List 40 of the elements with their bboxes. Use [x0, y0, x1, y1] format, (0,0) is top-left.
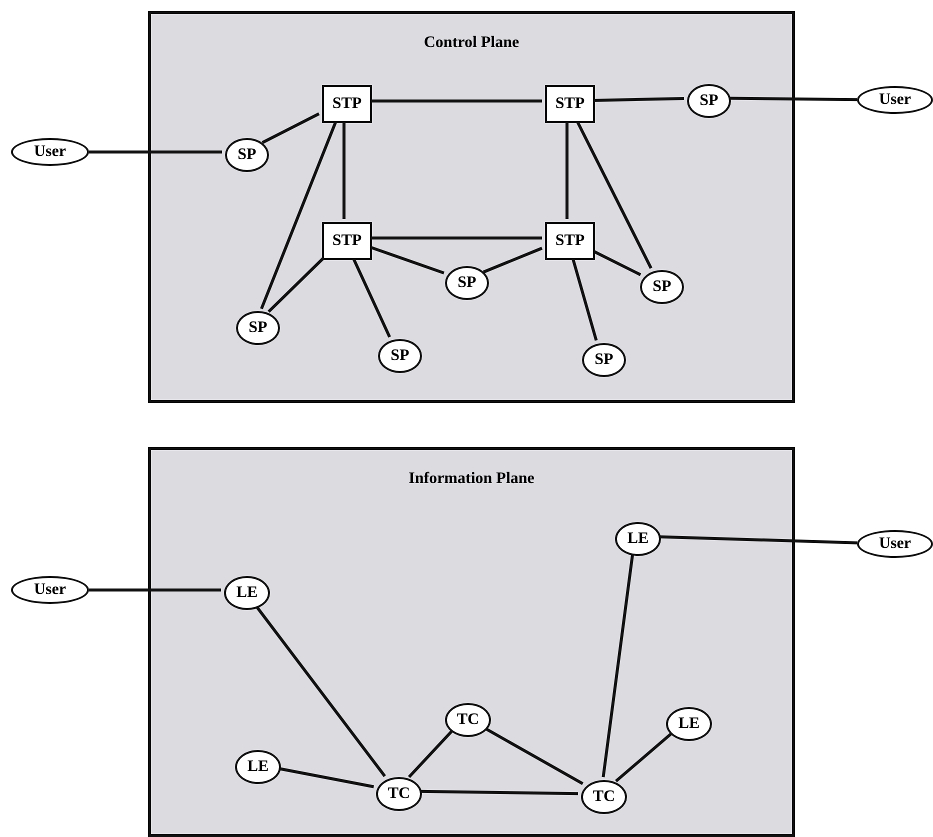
plane-heading: Control Plane	[424, 34, 520, 51]
node-ellipse: TC	[445, 703, 491, 737]
node-ellipse: SP	[445, 266, 489, 300]
node-ellipse: SP	[236, 311, 280, 345]
connector-line	[728, 96, 858, 102]
node-ellipse: LE	[224, 576, 270, 610]
connector-line	[369, 100, 542, 102]
connector-line	[418, 790, 578, 796]
connector-line	[602, 552, 634, 778]
node-ellipse: SP	[582, 343, 626, 377]
node-ellipse: TC	[581, 780, 627, 814]
node-ellipse: SP	[225, 138, 269, 172]
node-ellipse: LE	[615, 522, 661, 556]
node-box: STP	[322, 222, 372, 260]
connector-line	[89, 588, 221, 592]
plane-heading: Information Plane	[408, 470, 534, 487]
connector-line	[342, 120, 346, 219]
node-ellipse: LE	[666, 707, 712, 741]
node-box: STP	[545, 85, 595, 123]
plane-panel	[148, 447, 795, 837]
node-ellipse: SP	[687, 84, 731, 118]
node-ellipse: User	[857, 86, 933, 114]
connector-line	[408, 730, 454, 778]
node-ellipse: User	[11, 576, 89, 604]
node-ellipse: User	[11, 138, 89, 166]
connector-line	[482, 246, 543, 274]
node-box: STP	[545, 222, 595, 260]
node-ellipse: SP	[378, 339, 422, 373]
node-ellipse: User	[857, 530, 933, 558]
node-ellipse: SP	[640, 270, 684, 304]
connector-line	[615, 732, 672, 782]
connector-line	[89, 150, 222, 154]
connector-line	[262, 112, 320, 144]
node-box: STP	[322, 85, 372, 123]
plane-panel	[148, 11, 795, 403]
connector-line	[268, 256, 326, 313]
node-ellipse: LE	[235, 750, 281, 784]
connector-line	[566, 120, 568, 219]
connector-line	[369, 236, 542, 240]
node-ellipse: TC	[376, 777, 422, 811]
